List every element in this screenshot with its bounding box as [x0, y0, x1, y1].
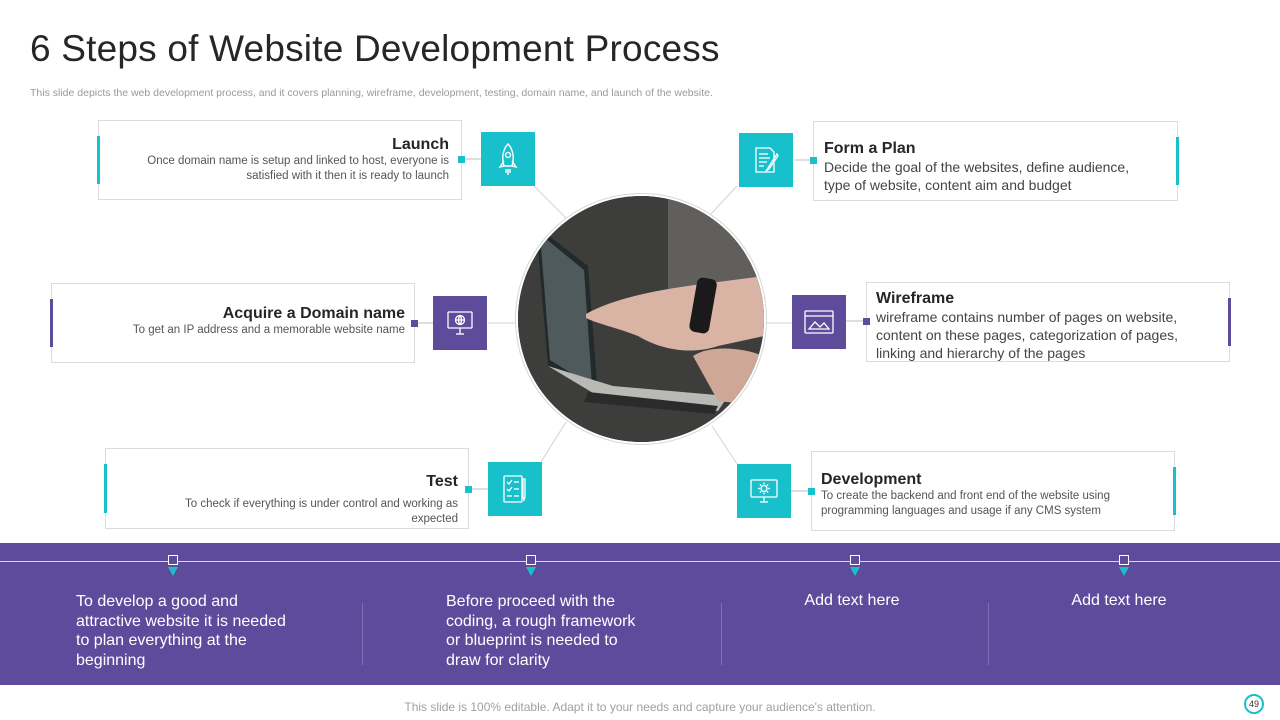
card-description: Decide the goal of the websites, define … [824, 159, 1130, 193]
timeline-pointer [526, 567, 536, 576]
card-acquire-domain: Acquire a Domain name To get an IP addre… [50, 283, 415, 363]
timeline-pointer [1119, 567, 1129, 576]
timeline-marker [1119, 555, 1129, 565]
card-accent [1173, 467, 1176, 515]
card-description: wireframe contains number of pages on we… [876, 309, 1178, 361]
card-title: Test [426, 473, 458, 490]
card-description: Once domain name is setup and linked to … [147, 155, 449, 182]
card-title: Launch [392, 136, 449, 153]
page-subtitle: This slide depicts the web development p… [30, 87, 713, 99]
monitor-globe-icon [433, 296, 487, 350]
connector-dot [810, 157, 817, 164]
monitor-gear-icon [737, 464, 791, 518]
connector-dot [863, 318, 870, 325]
band-text-1: To develop a good and attractive website… [76, 593, 286, 669]
band-divider [362, 603, 363, 665]
band-text-2: Before proceed with the coding, a rough … [446, 593, 636, 669]
card-title: Acquire a Domain name [222, 305, 405, 322]
timeline-marker [168, 555, 178, 565]
laptop-photo [518, 196, 764, 442]
rocket-icon [481, 132, 535, 186]
band-text-3: Add text here [804, 592, 900, 609]
band-divider [988, 603, 989, 665]
page-number: 49 [1244, 694, 1264, 714]
card-form-a-plan: Form a Plan Decide the goal of the websi… [813, 121, 1179, 201]
card-launch: Launch Once domain name is setup and lin… [97, 120, 462, 200]
timeline-marker [850, 555, 860, 565]
card-wireframe: Wireframe wireframe contains number of p… [866, 282, 1231, 362]
card-accent [1228, 298, 1231, 346]
connector-dot [411, 320, 418, 327]
band-divider [721, 603, 722, 665]
card-title: Wireframe [876, 290, 955, 307]
card-accent [97, 136, 100, 184]
page-title: 6 Steps of Website Development Process [30, 28, 720, 69]
document-pen-icon [739, 133, 793, 187]
card-development: Development To create the backend and fr… [811, 451, 1176, 531]
card-accent [104, 464, 107, 513]
timeline-line [0, 561, 1280, 562]
connector-dot [808, 488, 815, 495]
footer-note: This slide is 100% editable. Adapt it to… [404, 700, 876, 714]
checklist-icon [488, 462, 542, 516]
connector-dot [465, 486, 472, 493]
card-accent [1176, 137, 1179, 185]
card-description: To get an IP address and a memorable web… [132, 324, 405, 336]
timeline-pointer [850, 567, 860, 576]
browser-image-icon [792, 295, 846, 349]
connector-dot [458, 156, 465, 163]
card-title: Form a Plan [824, 140, 916, 157]
timeline-marker [526, 555, 536, 565]
bottom-band: To develop a good and attractive website… [0, 543, 1280, 685]
card-accent [50, 299, 53, 347]
card-title: Development [821, 471, 922, 488]
card-description: To create the backend and front end of t… [821, 490, 1110, 517]
card-description: To check if everything is under control … [185, 498, 458, 525]
band-text-4: Add text here [1071, 592, 1167, 609]
card-test: Test To check if everything is under con… [104, 448, 469, 529]
timeline-pointer [168, 567, 178, 576]
